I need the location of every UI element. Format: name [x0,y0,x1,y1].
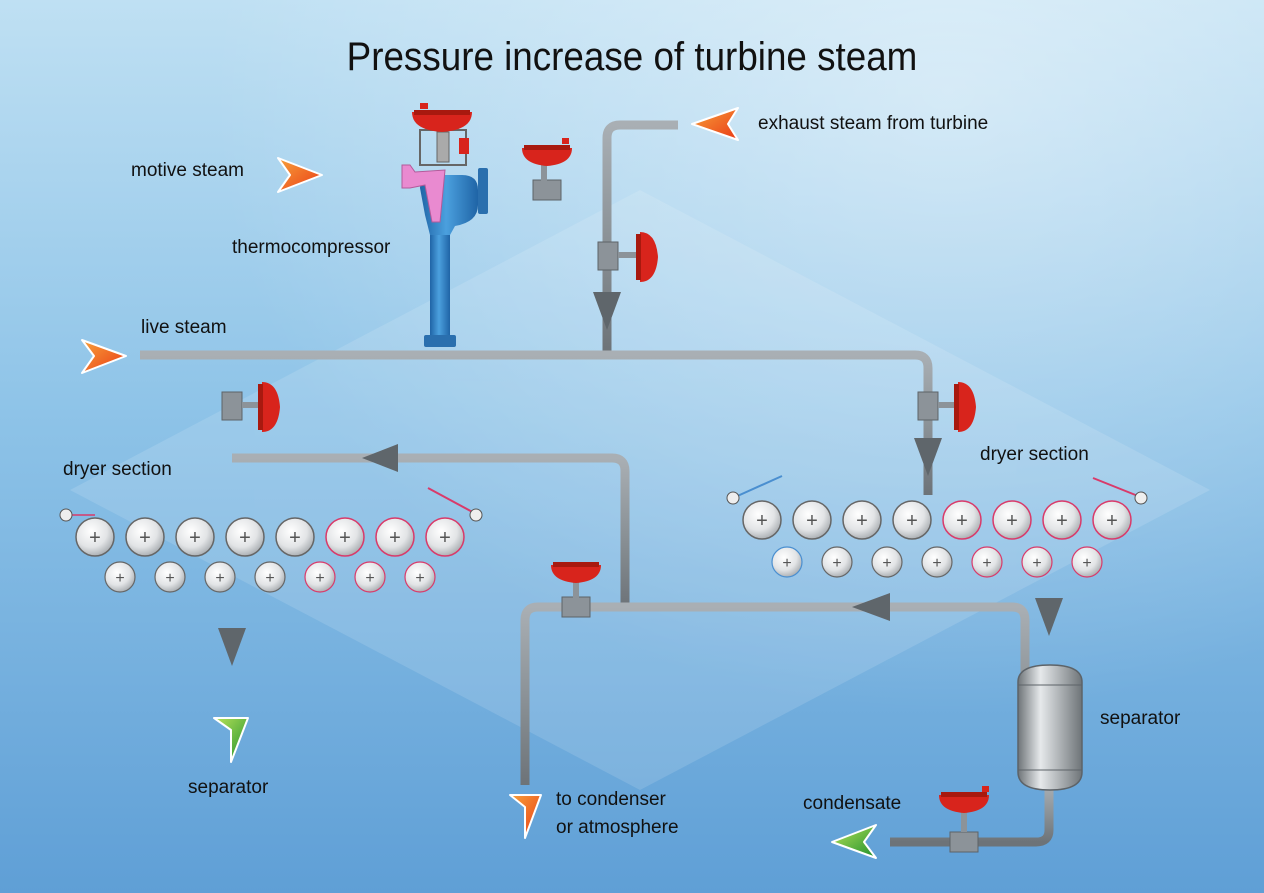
control-valve-icon [939,786,989,853]
drying-cylinder-icon: + [125,517,165,557]
drying-cylinder-icon: + [792,500,832,540]
svg-text:+: + [956,510,968,532]
svg-text:+: + [856,510,868,532]
svg-text:+: + [339,527,351,549]
live-steam-arrow-icon [81,339,127,374]
drying-cylinder-icon: + [75,517,115,557]
svg-text:+: + [982,555,991,572]
svg-text:+: + [932,555,941,572]
control-valve-icon [221,382,280,432]
drying-cylinder-icon: + [425,517,465,557]
drying-cylinder-icon: + [942,500,982,540]
condenser-arrow-icon [509,794,542,839]
svg-text:+: + [782,555,791,572]
svg-text:+: + [115,570,124,587]
svg-text:+: + [239,527,251,549]
drying-cylinder-icon: + [325,517,365,557]
control-valve-icon [917,382,976,432]
svg-text:+: + [1106,510,1118,532]
svg-text:+: + [165,570,174,587]
drying-cylinder-icon: + [375,517,415,557]
svg-text:+: + [189,527,201,549]
pipe-network [140,120,1054,847]
control-valve-icon [522,138,572,201]
svg-text:+: + [806,510,818,532]
svg-text:+: + [1056,510,1068,532]
exhaust-steam-label: exhaust steam from turbine [758,113,989,134]
condensate-arrow-icon [831,824,877,859]
drying-cylinder-icon: + [892,500,932,540]
svg-text:+: + [1082,555,1091,572]
svg-text:+: + [439,527,451,549]
flow-arrow-icon [362,444,398,472]
separator-right-label: separator [1100,708,1181,729]
svg-text:+: + [365,570,374,587]
drying-cylinder-icon: + [842,500,882,540]
svg-text:+: + [315,570,324,587]
page-title: Pressure increase of turbine steam [346,35,918,79]
exhaust-steam-arrow-icon [691,107,739,141]
svg-text:+: + [265,570,274,587]
svg-text:+: + [289,527,301,549]
dryer-section-right-label: dryer section [980,444,1089,465]
to-condenser-label-line1: to condenser [556,789,666,810]
motive-steam-arrow-icon [277,157,323,193]
svg-text:+: + [215,570,224,587]
flow-arrow-icon [1035,598,1063,636]
drying-cylinder-icon: + [1042,500,1082,540]
motive-steam-label: motive steam [131,160,244,181]
svg-text:+: + [832,555,841,572]
dryer-section-left-label: dryer section [63,459,172,480]
svg-text:+: + [89,527,101,549]
dryer-section-right: + + + + + + + + + + + + + + + [726,475,1148,578]
drying-cylinder-icon: + [1092,500,1132,540]
to-condenser-label-line2: or atmosphere [556,817,679,838]
drying-cylinder-icon: + [742,500,782,540]
flow-arrow-icon [852,593,890,621]
drying-cylinder-icon: + [175,517,215,557]
dryer-section-left: + + + + + + + + + + + + + + + [59,487,483,593]
live-steam-label: live steam [141,317,227,338]
control-valve-icon [551,562,601,618]
separator-left-label: separator [188,777,269,798]
svg-text:+: + [415,570,424,587]
svg-text:+: + [1006,510,1018,532]
control-valve-icon [597,232,658,282]
flow-arrow-icon [218,628,246,666]
flow-arrows [218,292,1063,666]
drying-cylinder-icon: + [275,517,315,557]
drying-cylinder-icon: + [992,500,1032,540]
separator-vessel-icon [1017,664,1083,791]
flow-arrow-icon [593,292,621,330]
svg-text:+: + [882,555,891,572]
svg-text:+: + [756,510,768,532]
svg-text:+: + [906,510,918,532]
separator-outlet-arrow-icon [213,717,249,763]
flow-arrow-icon [914,438,942,476]
svg-text:+: + [1032,555,1041,572]
thermocompressor-icon [401,103,488,347]
svg-text:+: + [389,527,401,549]
drying-cylinder-icon: + [225,517,265,557]
thermocompressor-label: thermocompressor [232,237,391,258]
svg-text:+: + [139,527,151,549]
condensate-label: condensate [803,793,902,814]
